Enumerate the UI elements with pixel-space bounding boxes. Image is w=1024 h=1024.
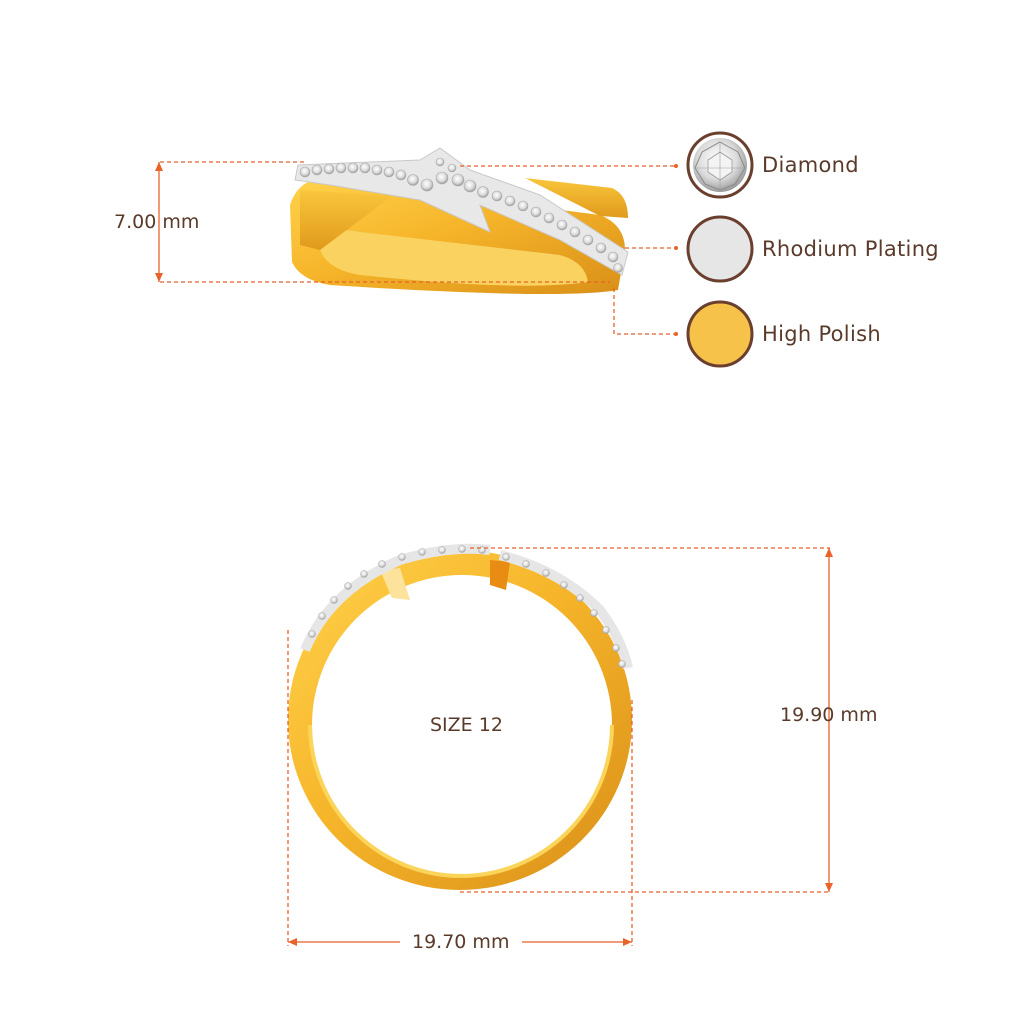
ring-size-label: SIZE 12: [430, 714, 503, 736]
legend-label-rhodium: Rhodium Plating: [762, 237, 939, 261]
outer-width-label: 19.70 mm: [412, 931, 510, 953]
outer-height-label: 19.90 mm: [780, 704, 878, 726]
outer-height-dimension: [460, 547, 833, 893]
high-polish-swatch-icon: [686, 300, 754, 368]
rhodium-swatch-icon: [686, 215, 754, 283]
diamond-swatch-icon: [686, 131, 754, 199]
legend-label-high-polish: High Polish: [762, 322, 881, 346]
height-label: 7.00 mm: [114, 211, 200, 233]
ring-side-view: [290, 147, 629, 294]
ring-front-view: [288, 543, 633, 890]
height-dimension: [155, 161, 610, 283]
outer-width-dimension: [287, 630, 633, 946]
legend-leaders: [460, 165, 676, 335]
legend-label-diamond: Diamond: [762, 153, 859, 177]
diamond-pave-strip: [294, 147, 629, 276]
